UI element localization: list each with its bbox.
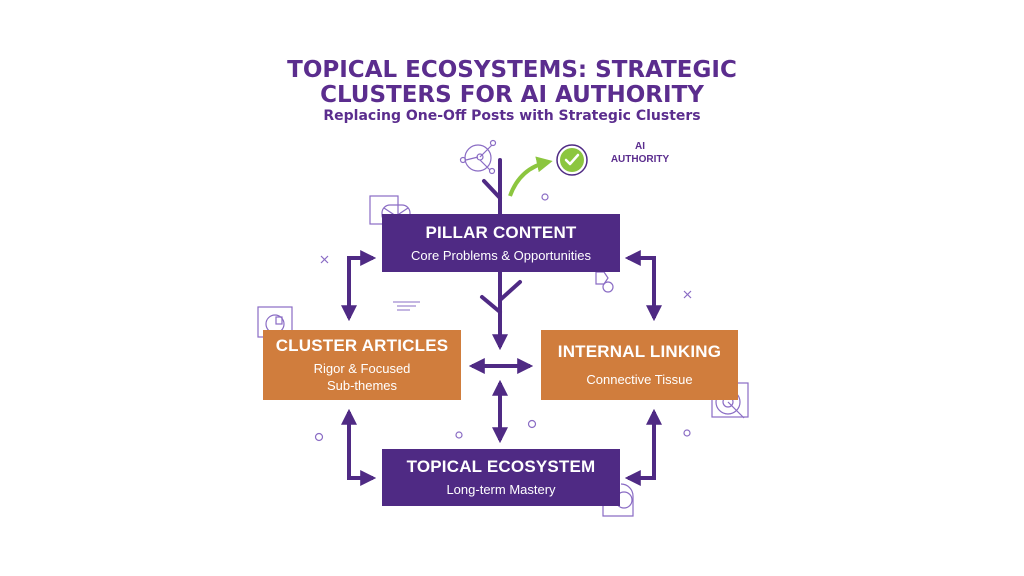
topical-ecosystem-node: TOPICAL ECOSYSTEM Long-term Mastery [382, 449, 620, 506]
dot-decoration [455, 431, 463, 439]
ai-authority-label-line-1: AI [635, 141, 645, 152]
node-subtitle-line-2: Sub-themes [326, 378, 398, 393]
node-title: TOPICAL ECOSYSTEM [406, 457, 596, 476]
node-title: INTERNAL LINKING [557, 342, 722, 361]
internal-linking-node: INTERNAL LINKING Connective Tissue [541, 330, 738, 400]
pillar-cluster-connector [341, 250, 377, 322]
dot-decoration [541, 193, 549, 201]
node-title: PILLAR CONTENT [425, 222, 577, 242]
chat-bubble-icon [595, 271, 614, 293]
x-mark-icon [320, 255, 329, 264]
title-line-2: CLUSTERS FOR AI AUTHORITY [320, 82, 704, 108]
dot-decoration [683, 429, 691, 437]
pillar-to-center-connector [480, 272, 522, 351]
x-mark-icon [683, 290, 692, 299]
growth-stem [482, 158, 502, 216]
node-subtitle-line-1: Rigor & Focused [313, 361, 411, 376]
linking-ecosystem-connector [624, 408, 662, 486]
node-subtitle: Connective Tissue [586, 372, 693, 387]
growth-arrow [508, 156, 553, 197]
network-node-icon [459, 139, 497, 175]
node-subtitle: Rigor & Focused Sub-themes [314, 360, 411, 394]
pillar-linking-connector [624, 250, 662, 322]
node-subtitle: Core Problems & Opportunities [411, 247, 591, 263]
dot-decoration [314, 432, 324, 442]
dot-decoration [527, 419, 537, 429]
node-subtitle: Long-term Mastery [446, 482, 556, 497]
title-line-1: TOPICAL ECOSYSTEMS: STRATEGIC [287, 57, 737, 83]
ai-authority-label: AI AUTHORITY [600, 140, 680, 166]
pillar-content-node: PILLAR CONTENT Core Problems & Opportuni… [382, 214, 620, 272]
cluster-articles-node: CLUSTER ARTICLES Rigor & Focused Sub-the… [263, 330, 461, 400]
node-title: CLUSTER ARTICLES [275, 336, 449, 355]
subtitle: Replacing One-Off Posts with Strategic C… [323, 108, 701, 124]
text-lines-icon [393, 301, 420, 311]
checkmark-circle-icon [556, 144, 588, 176]
ai-authority-label-line-2: AUTHORITY [610, 154, 670, 165]
cluster-ecosystem-connector [341, 408, 377, 486]
